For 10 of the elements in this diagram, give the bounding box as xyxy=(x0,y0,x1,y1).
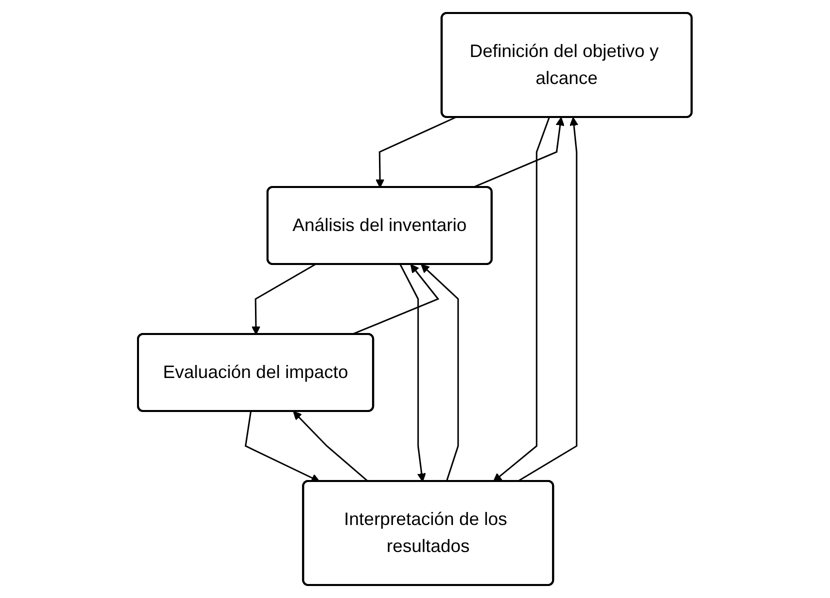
arrow xyxy=(472,117,565,188)
arrow xyxy=(400,264,426,482)
arrow xyxy=(376,116,456,188)
arrow xyxy=(252,264,316,335)
arrow xyxy=(352,264,440,336)
arrow xyxy=(244,411,320,482)
arrow xyxy=(517,117,578,482)
arrow xyxy=(421,264,460,482)
arrow xyxy=(293,411,369,482)
arrow xyxy=(493,117,550,482)
